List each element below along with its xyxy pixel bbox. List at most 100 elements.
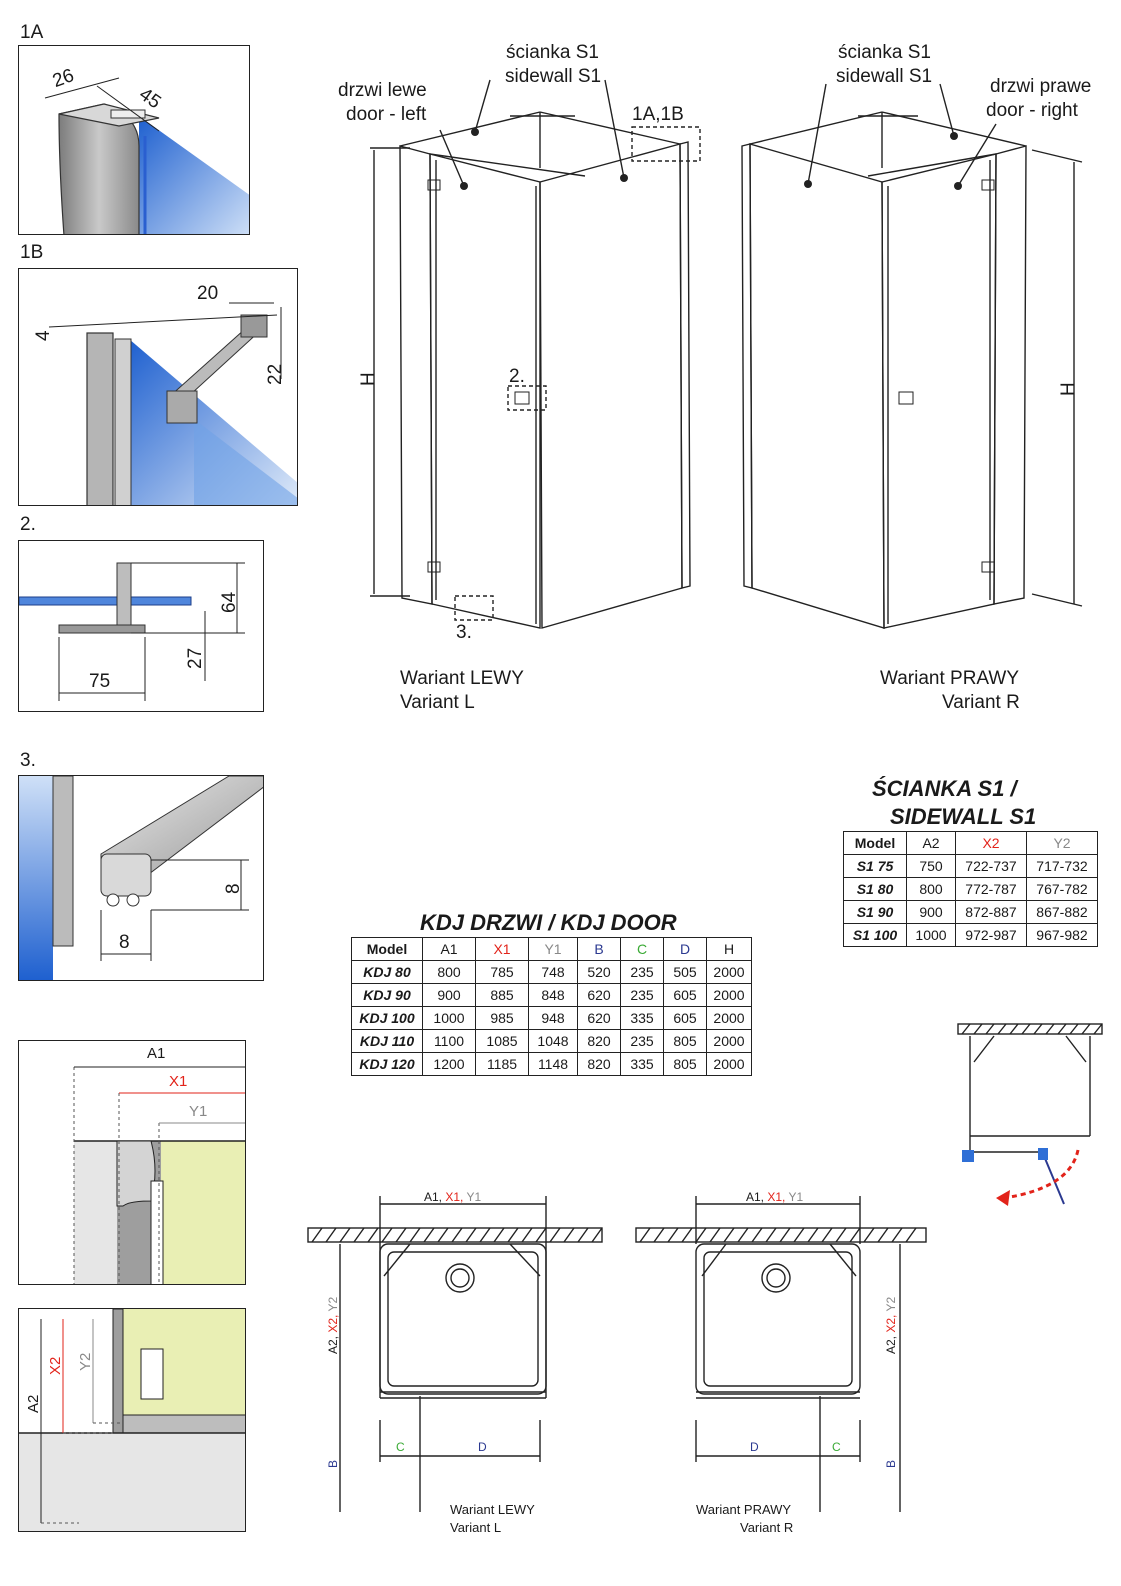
cell-model: S1 100 (843, 923, 907, 947)
detail-a2-panel: A2 X2 Y2 (18, 1308, 246, 1532)
header-model: Model (843, 831, 907, 855)
detail-3-label: 3. (20, 750, 36, 771)
cell-a2: 900 (906, 900, 956, 924)
detail-a1-panel: A1 X1 Y1 (18, 1040, 246, 1285)
left-door-label-en: door - left (346, 104, 427, 125)
cell-h: 2000 (706, 960, 752, 984)
plan-left-a1: A1, (424, 1190, 443, 1204)
cell-c: 235 (620, 960, 664, 984)
plan-right-x1: X1, (767, 1190, 786, 1204)
cell-model: KDJ 120 (351, 1052, 423, 1076)
plan-right-variant-pl: Wariant PRAWY (696, 1502, 792, 1517)
header-a1: A1 (422, 937, 476, 961)
detail-a1-drawing (73, 1066, 245, 1284)
detail-1a-drawing (44, 77, 249, 234)
cell-b: 520 (577, 960, 621, 984)
cell-d: 805 (663, 1029, 707, 1053)
left-sidewall-label-pl: ścianka S1 (506, 42, 599, 63)
dim-75: 75 (89, 671, 111, 692)
cell-d: 805 (663, 1052, 707, 1076)
plan-left-x1: X1, (445, 1190, 464, 1204)
plan-left-y1: Y1 (466, 1190, 482, 1204)
cell-c: 335 (620, 1006, 664, 1030)
cell-a1: 1000 (422, 1006, 476, 1030)
cell-d: 605 (663, 1006, 707, 1030)
cell-x2: 872-887 (955, 900, 1027, 924)
cell-model: KDJ 80 (351, 960, 423, 984)
cell-x1: 1085 (475, 1029, 529, 1053)
cell-x1: 885 (475, 983, 529, 1007)
cell-y1: 848 (528, 983, 578, 1007)
table-header-row: Model A2 X2 Y2 (843, 831, 1098, 855)
plan-left-variant-en: Variant L (450, 1520, 502, 1535)
cell-c: 335 (620, 1052, 664, 1076)
plan-left-dim-d: D (478, 1440, 487, 1454)
cell-y2: 767-782 (1026, 877, 1098, 901)
plan-left-dim-c: C (396, 1440, 405, 1454)
right-variant-en: Variant R (942, 692, 1020, 713)
cell-h: 2000 (706, 1052, 752, 1076)
detail-1b-drawing (48, 302, 297, 505)
detail-1b-label: 1B (20, 242, 44, 263)
left-variant-pl: Wariant LEWY (400, 668, 524, 689)
plan-right-dim-a1: A1, X1, Y1 (746, 1190, 803, 1204)
cell-a2: 750 (906, 854, 956, 878)
callout-3: 3. (456, 622, 472, 643)
cell-y1: 1048 (528, 1029, 578, 1053)
cell-c: 235 (620, 983, 664, 1007)
cell-y2: 867-882 (1026, 900, 1098, 924)
header-b: B (577, 937, 621, 961)
left-variant-en: Variant L (400, 692, 475, 713)
cell-a2: 800 (906, 877, 956, 901)
callout-1a-1b: 1A,1B (632, 104, 684, 125)
cell-a2: 1000 (906, 923, 956, 947)
right-door-label-pl: drzwi prawe (990, 76, 1092, 97)
plan-right-dim-d: D (750, 1440, 759, 1454)
table-row: KDJ 120 1200 1185 1148 820 335 805 2000 (351, 1052, 752, 1076)
detail-1b-panel: 20 4 22 (18, 268, 298, 506)
cell-c: 235 (620, 1029, 664, 1053)
right-sidewall-label-en: sidewall S1 (836, 66, 933, 87)
detail-a2-drawing (19, 1309, 245, 1531)
dim-x1: X1 (169, 1073, 188, 1090)
cell-h: 2000 (706, 1029, 752, 1053)
cell-a1: 900 (422, 983, 476, 1007)
right-door-label-en: door - right (986, 100, 1078, 121)
right-variant-pl: Wariant PRAWY (880, 668, 1020, 689)
table-row: S1 75 750 722-737 717-732 (843, 854, 1098, 878)
callout-2: 2. (509, 366, 525, 387)
plan-right-a1: A1, (746, 1190, 765, 1204)
cell-x2: 772-787 (955, 877, 1027, 901)
cell-y1: 748 (528, 960, 578, 984)
right-sidewall-label-pl: ścianka S1 (838, 42, 931, 63)
detail-2-drawing (19, 562, 245, 701)
cell-model: KDJ 110 (351, 1029, 423, 1053)
left-sidewall-label-en: sidewall S1 (505, 66, 602, 87)
cell-b: 620 (577, 983, 621, 1007)
detail-3-panel: 8 8 (18, 775, 264, 981)
plan-right-variant-en: Variant R (740, 1520, 794, 1535)
plan-left-dim-a1: A1, X1, Y1 (424, 1190, 481, 1204)
door-table: Model A1 X1 Y1 B C D H KDJ 80 800 785 74… (351, 937, 752, 1076)
left-door-label-pl: drzwi lewe (338, 80, 427, 101)
sidewall-table: Model A2 X2 Y2 S1 75 750 722-737 717-732… (843, 831, 1098, 947)
table-row: KDJ 100 1000 985 948 620 335 605 2000 (351, 1006, 752, 1030)
dim-y1: Y1 (189, 1103, 208, 1120)
table-row: KDJ 110 1100 1085 1048 820 235 805 2000 (351, 1029, 752, 1053)
detail-2-label: 2. (20, 514, 36, 535)
detail-3-drawing (19, 776, 263, 980)
header-a2: A2 (906, 831, 956, 855)
dim-8-horizontal: 8 (119, 932, 130, 953)
sidewall-table-title-2: SIDEWALL S1 (890, 804, 1037, 829)
cell-a1: 1200 (422, 1052, 476, 1076)
header-h: H (706, 937, 752, 961)
door-table-title: KDJ DRZWI / KDJ DOOR (420, 910, 677, 935)
plan-left-variant-pl: Wariant LEWY (450, 1502, 535, 1517)
dim-a1: A1 (147, 1045, 166, 1062)
cell-d: 505 (663, 960, 707, 984)
cell-y2: 967-982 (1026, 923, 1098, 947)
cell-x2: 972-987 (955, 923, 1027, 947)
